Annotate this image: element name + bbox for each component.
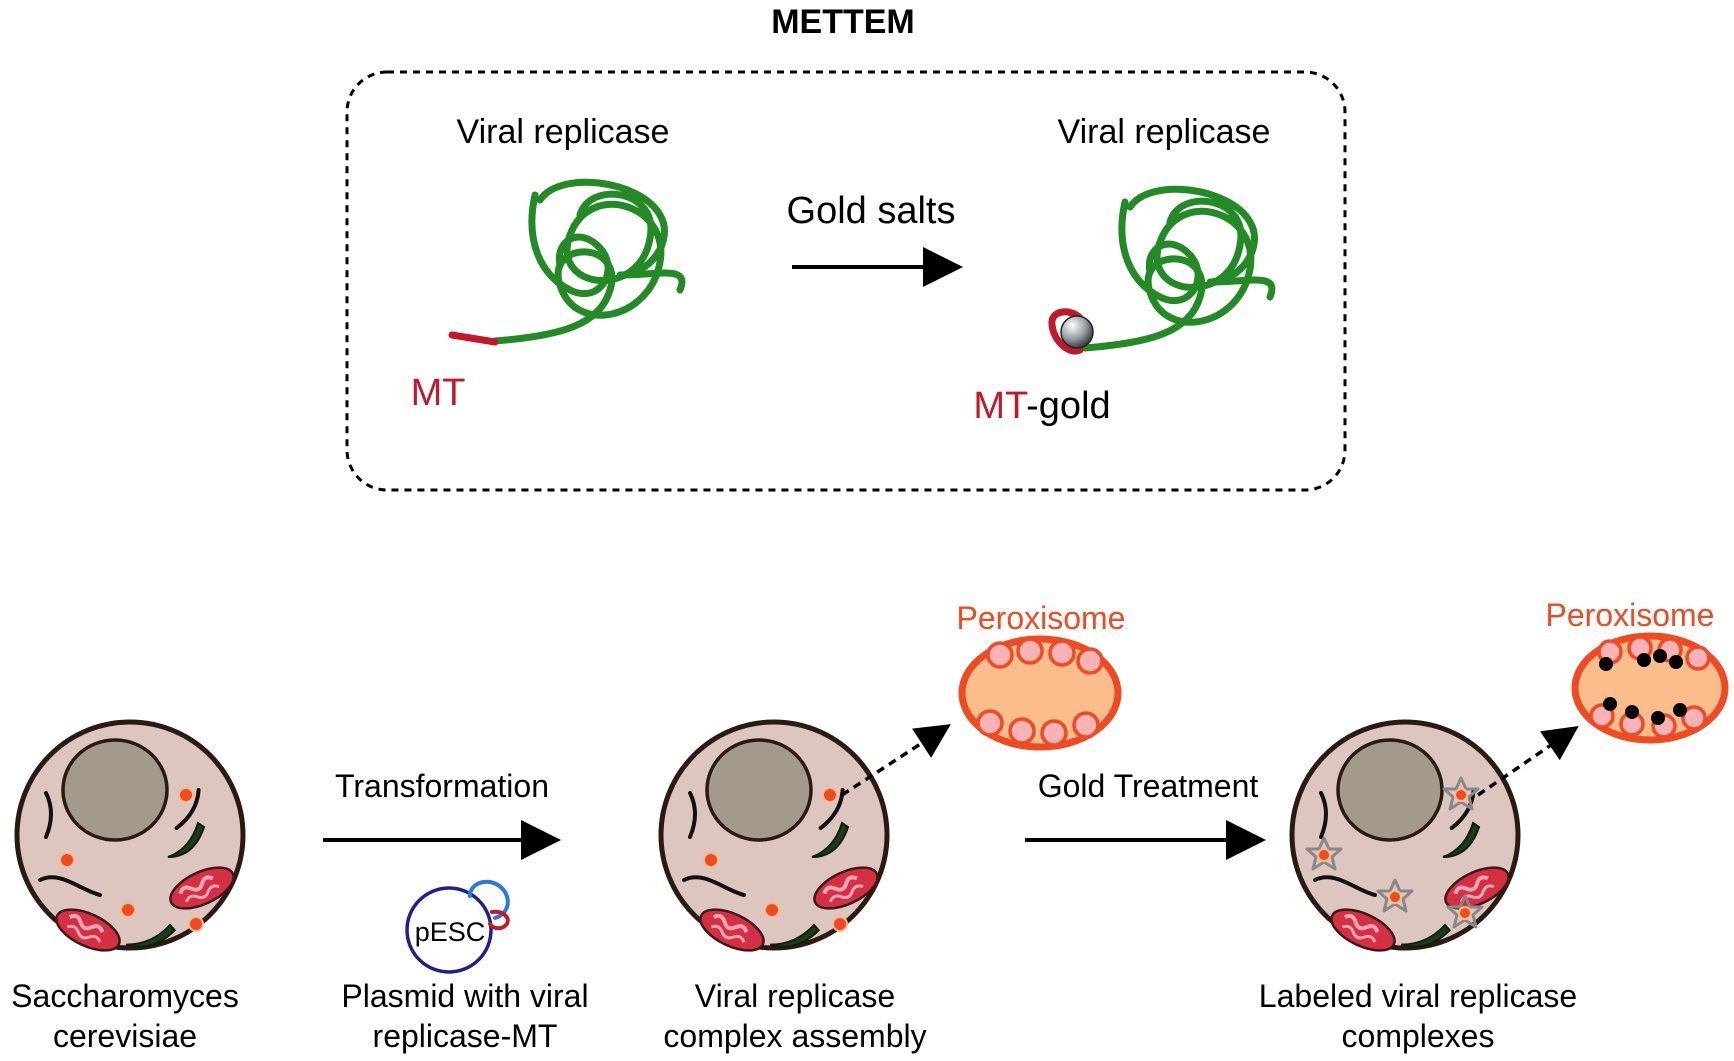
yeast-cell-1 xyxy=(14,719,246,961)
step2-label: Gold Treatment xyxy=(1038,768,1259,804)
nucleus xyxy=(61,738,169,842)
peroxisome-label-1: Peroxisome xyxy=(957,600,1126,636)
viral-replicase-protein-right xyxy=(1081,185,1276,352)
viral-replicase-protein-left xyxy=(491,178,686,345)
gold-particles xyxy=(1599,649,1687,725)
step1-label: Transformation xyxy=(335,768,549,804)
mt-gold-label: MT-gold xyxy=(973,385,1110,427)
cell3-label-line1: Labeled viral replicase xyxy=(1259,978,1577,1014)
peroxisome-2 xyxy=(1571,632,1729,744)
peroxisome-1 xyxy=(958,635,1122,751)
cell3-label-line2: complexes xyxy=(1342,1018,1495,1054)
plasmid-label-line1: Plasmid with viral xyxy=(341,978,588,1014)
plasmid-label-line2: replicase-MT xyxy=(373,1018,558,1054)
reaction-label: Gold salts xyxy=(787,190,956,232)
yeast-cell-2 xyxy=(658,719,890,961)
cell2-label-line1: Viral replicase xyxy=(695,978,895,1014)
nucleus xyxy=(1336,738,1444,842)
mt-gold-prefix: MT xyxy=(973,385,1028,427)
gold-particle-icon xyxy=(1060,315,1094,349)
figure-title: METTEM xyxy=(771,3,915,41)
peroxisome-zoom-arrow-1 xyxy=(841,724,951,797)
mt-gold-suffix: -gold xyxy=(1026,385,1111,427)
cell1-label-line2: cerevisiae xyxy=(53,1018,197,1054)
protein-label-right: Viral replicase xyxy=(1058,113,1271,151)
cell1-label-line1: Saccharomyces xyxy=(11,978,239,1014)
peroxisome-zoom-arrow-2 xyxy=(1477,726,1579,797)
protein-label-left: Viral replicase xyxy=(457,113,670,151)
mt-label: MT xyxy=(411,372,466,414)
cell2-label-line2: complex assembly xyxy=(663,1018,926,1054)
plasmid-name: pESC xyxy=(415,917,486,947)
plasmid-icon xyxy=(405,880,510,974)
nucleus xyxy=(705,738,813,842)
mt-tag-right xyxy=(1048,308,1084,355)
peroxisome-label-2: Peroxisome xyxy=(1546,597,1715,633)
mettem-panel-border xyxy=(345,70,1347,492)
yeast-cell-3 xyxy=(1289,719,1521,961)
mt-tag-left xyxy=(448,331,499,346)
